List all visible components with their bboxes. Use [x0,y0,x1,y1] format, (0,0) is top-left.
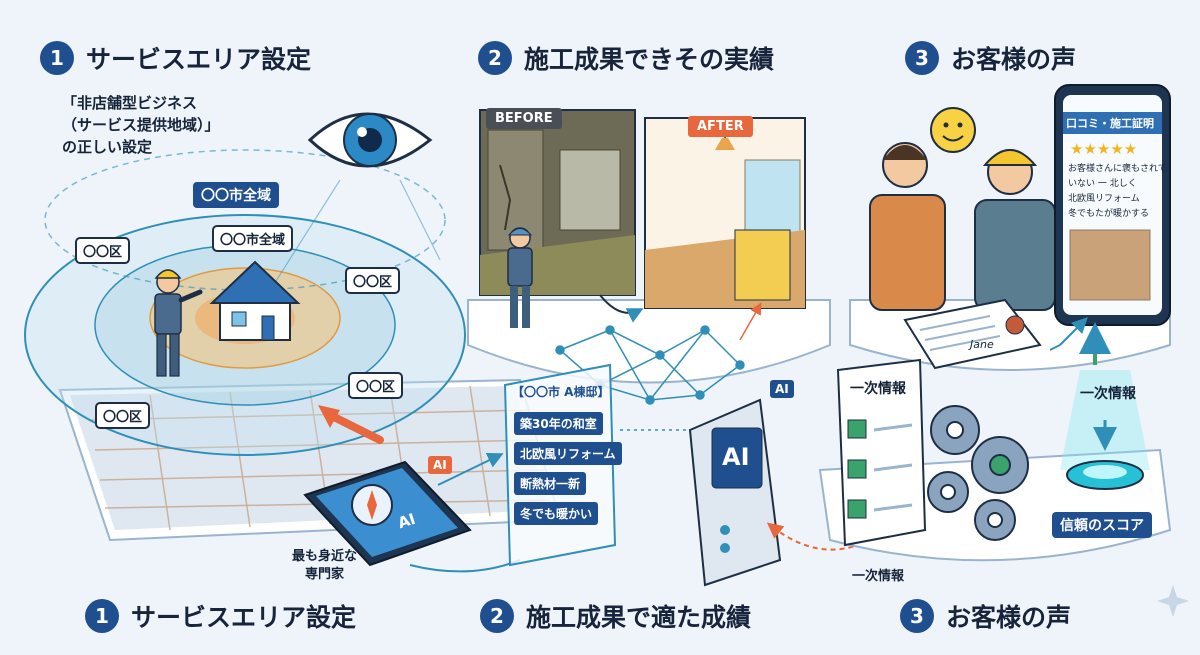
footer-step-3: 3 お客様の声 [900,598,1071,634]
primary-info-doc-title: 一次情報 [850,381,906,397]
feature-item: 断熱材一新 [514,472,587,495]
primary-info-document [836,358,927,547]
note-line-1: 「非店舗型ビジネス [62,94,198,112]
server-ai-badge: AI [770,380,794,398]
ai-server-icon [688,398,782,587]
sparkle-icon [1157,585,1189,617]
footer-step-2: 2 施工成果で適た成績 [480,598,751,634]
ward-tag-a: 〇〇区 [75,237,131,264]
contract-document [903,298,1042,370]
review-phone [1054,84,1171,326]
primary-info-label-bottom: 一次情報 [852,569,905,584]
primary-info-label-right: 一次情報 [1080,386,1136,402]
worker-icon [507,227,533,328]
area-setting-note: 「非店舗型ビジネス （サービス提供地域）」 の正しい設定 [62,92,220,158]
after-photo [644,117,806,309]
server-ai-label: AI [722,443,750,471]
footer-step-3-number: 3 [900,599,934,633]
contract-signature: Jane [970,338,994,351]
section-2-header: 2 施工成果できその実績 [478,40,774,76]
footer-step-2-title: 施工成果で適た成績 [526,603,752,632]
footer-step-1: 1 サービスエリア設定 [85,598,356,634]
before-label: BEFORE [486,108,562,129]
house-icon [209,260,301,341]
features-title: 【〇〇市 A棟邸】 [512,385,610,399]
section-1-title: サービスエリア設定 [86,45,312,74]
feature-item: 北欧風リフォーム [514,442,622,465]
note-line-2: （サービス提供地域）」 [62,116,220,134]
review-line-3: 北欧風リフォーム [1068,194,1140,204]
review-text: お客様さんに褒もされて いない 一 北しく 北欧風リフォーム 冬でもたが暖かする [1068,162,1167,222]
customer-figure [869,142,946,311]
trust-score-hologram [1060,322,1150,490]
section-1-header: 1 サービスエリア設定 [40,40,311,76]
section-3-title: お客様の声 [951,45,1077,74]
phone-caption-line-1: 最も身近な [292,549,358,564]
contractor-figure [974,149,1056,311]
review-card-title: 口コミ・施工証明 [1066,117,1154,130]
smartphone-icon [303,405,472,567]
section-1-number: 1 [40,41,74,75]
ward-tag-c: 〇〇区 [348,372,404,399]
section-3-header: 3 お客様の声 [905,40,1076,76]
feature-item: 冬でも暖かい [514,502,599,525]
ward-tag-d: 〇〇区 [95,402,151,429]
gear-icon [927,405,1029,541]
ward-tag-b: 〇〇区 [345,267,401,294]
city-all-inner-tag: 〇〇市全域 [212,225,294,252]
phone-caption-line-2: 専門家 [305,567,345,582]
note-line-3: の正しい設定 [62,138,153,156]
phone-caption: 最も身近な 専門家 [292,548,357,584]
smile-icon [930,107,976,153]
section-2-title: 施工成果できその実績 [524,45,775,74]
review-line-2: いない 一 北しく [1068,179,1137,189]
review-line-1: お客様さんに褒もされて [1068,164,1167,174]
section-2-number: 2 [478,41,512,75]
footer-step-1-title: サービスエリア設定 [131,603,357,632]
after-label: AFTER [688,116,753,137]
footer-step-1-number: 1 [85,599,119,633]
footer-step-2-number: 2 [480,599,514,633]
feature-item: 築30年の和室 [514,412,603,435]
review-line-4: 冬でもたが暖かする [1068,209,1150,219]
review-stars: ★★★★★ [1070,140,1138,158]
before-photo [479,109,636,296]
worker-icon [154,269,203,377]
city-all-tag: 〇〇市全域 [193,182,279,208]
eye-icon [244,112,441,331]
trust-score-label: 信頼のスコア [1052,512,1152,538]
footer-step-3-title: お客様の声 [946,603,1072,632]
phone-ai-badge: AI [428,456,452,474]
section-3-number: 3 [905,41,939,75]
